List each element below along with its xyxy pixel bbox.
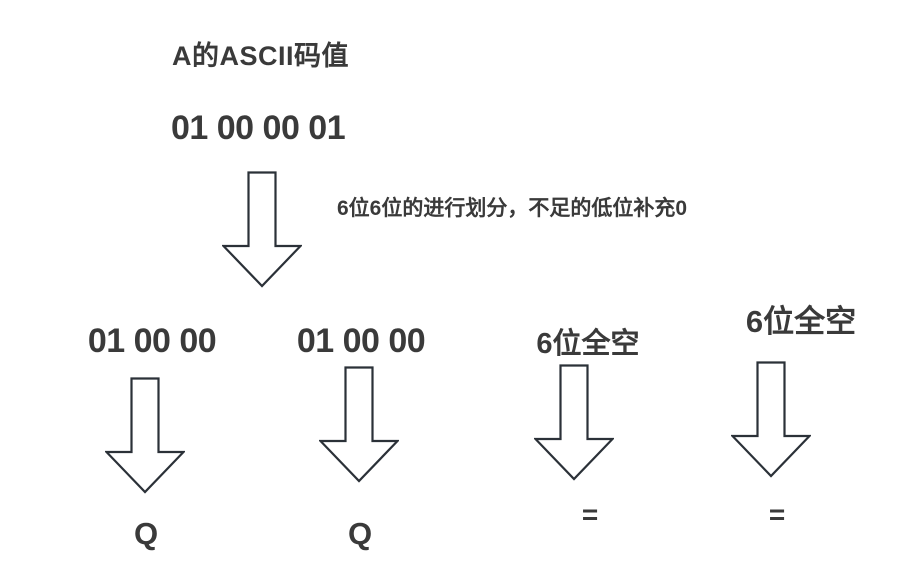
ascii-binary-value: 01 00 00 01 bbox=[171, 109, 346, 147]
down-arrow-icon bbox=[534, 364, 614, 481]
group-result: = bbox=[581, 499, 599, 530]
group-result: Q bbox=[347, 516, 373, 551]
group-label: 01 00 00 bbox=[296, 322, 426, 360]
down-arrow-icon bbox=[319, 366, 399, 483]
group-result: Q bbox=[133, 516, 159, 551]
group-label: 6位全空 bbox=[536, 328, 640, 360]
split-annotation: 6位6位的进行划分，不足的低位补充0 bbox=[337, 197, 688, 220]
down-arrow-icon bbox=[105, 377, 185, 494]
group-result: = bbox=[768, 499, 786, 530]
split-down-arrow-icon bbox=[222, 171, 302, 288]
diagram-title: A的ASCII码值 bbox=[172, 41, 350, 71]
group-label: 01 00 00 bbox=[87, 322, 217, 360]
down-arrow-icon bbox=[731, 361, 811, 478]
group-label: 6位全空 bbox=[745, 304, 857, 339]
